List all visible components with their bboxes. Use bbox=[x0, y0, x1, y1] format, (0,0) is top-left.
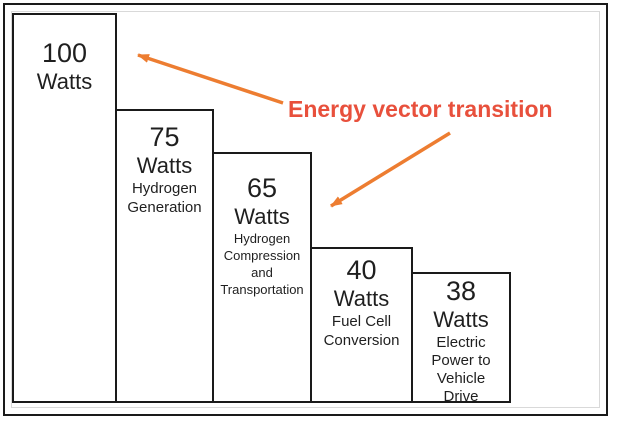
bar-value: 38 bbox=[445, 276, 477, 306]
bar-100-watts: 100 Watts bbox=[12, 13, 117, 403]
bar-75-watts: 75 Watts Hydrogen Generation bbox=[115, 109, 214, 403]
bar-value: 100 bbox=[41, 38, 88, 68]
bar-value: 65 bbox=[246, 173, 278, 203]
bar-stage-label: Hydrogen Compression and Transportation bbox=[220, 230, 304, 297]
bar-38-watts: 38 Watts Electric Power to Vehicle Drive bbox=[411, 272, 511, 405]
bar-stage-label: Fuel Cell Conversion bbox=[323, 312, 400, 349]
bar-40-watts: 40 Watts Fuel Cell Conversion bbox=[310, 247, 413, 403]
bar-unit: Watts bbox=[333, 285, 390, 311]
bar-stage-label: Hydrogen Generation bbox=[127, 179, 202, 216]
bar-65-watts: 65 Watts Hydrogen Compression and Transp… bbox=[212, 152, 312, 403]
bar-unit: Watts bbox=[36, 68, 93, 94]
bar-unit: Watts bbox=[234, 203, 290, 229]
bar-unit: Watts bbox=[433, 306, 489, 332]
bar-value: 75 bbox=[149, 122, 180, 152]
bar-value: 40 bbox=[346, 255, 377, 285]
annotation-label: Energy vector transition bbox=[288, 96, 553, 122]
bar-stage-label: Electric Power to Vehicle Drive bbox=[431, 333, 491, 405]
inner-frame-line bbox=[11, 11, 600, 408]
bar-unit: Watts bbox=[136, 152, 193, 178]
